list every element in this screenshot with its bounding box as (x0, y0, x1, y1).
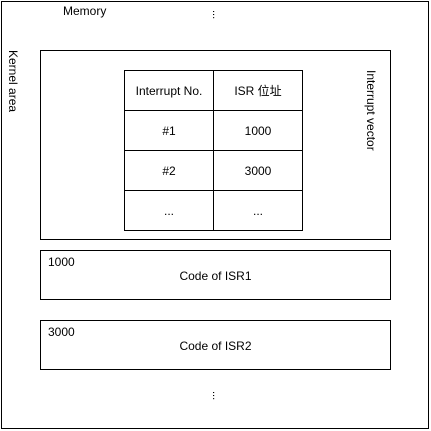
isr-address-cell: 3000 (213, 150, 303, 191)
table-row: #1 1000 (124, 110, 303, 151)
interrupt-no-cell: #2 (124, 150, 214, 191)
isr-address-cell: 1000 (213, 110, 303, 151)
interrupt-vector-label: Interrupt vector (364, 70, 378, 151)
isr1-code-block: 1000 Code of ISR1 (40, 250, 391, 300)
isr1-address: 1000 (48, 255, 75, 269)
interrupt-vector-region (40, 50, 391, 240)
isr2-code-block: 3000 Code of ISR2 (40, 320, 391, 370)
interrupt-no-cell: #1 (124, 110, 214, 151)
memory-label: Memory (63, 4, 107, 18)
table-row: #2 3000 (124, 150, 303, 191)
header-isr-address: ISR 位址 (213, 70, 303, 111)
table-row: ... ... (124, 190, 303, 231)
isr2-address: 3000 (48, 325, 75, 339)
header-interrupt-no: Interrupt No. (124, 70, 214, 111)
isr1-code-label: Code of ISR1 (179, 269, 252, 283)
interrupt-no-cell: ... (124, 190, 214, 231)
continuation-dots-top: ... (210, 10, 222, 20)
isr2-code-label: Code of ISR2 (179, 339, 252, 353)
continuation-dots-bottom: ... (210, 391, 222, 401)
table-header-row: Interrupt No. ISR 位址 (124, 70, 303, 111)
isr-address-cell: ... (213, 190, 303, 231)
kernel-area-label: Kernel area (6, 50, 20, 113)
interrupt-vector-table: Interrupt No. ISR 位址 #1 1000 #2 3000 ...… (124, 70, 303, 231)
